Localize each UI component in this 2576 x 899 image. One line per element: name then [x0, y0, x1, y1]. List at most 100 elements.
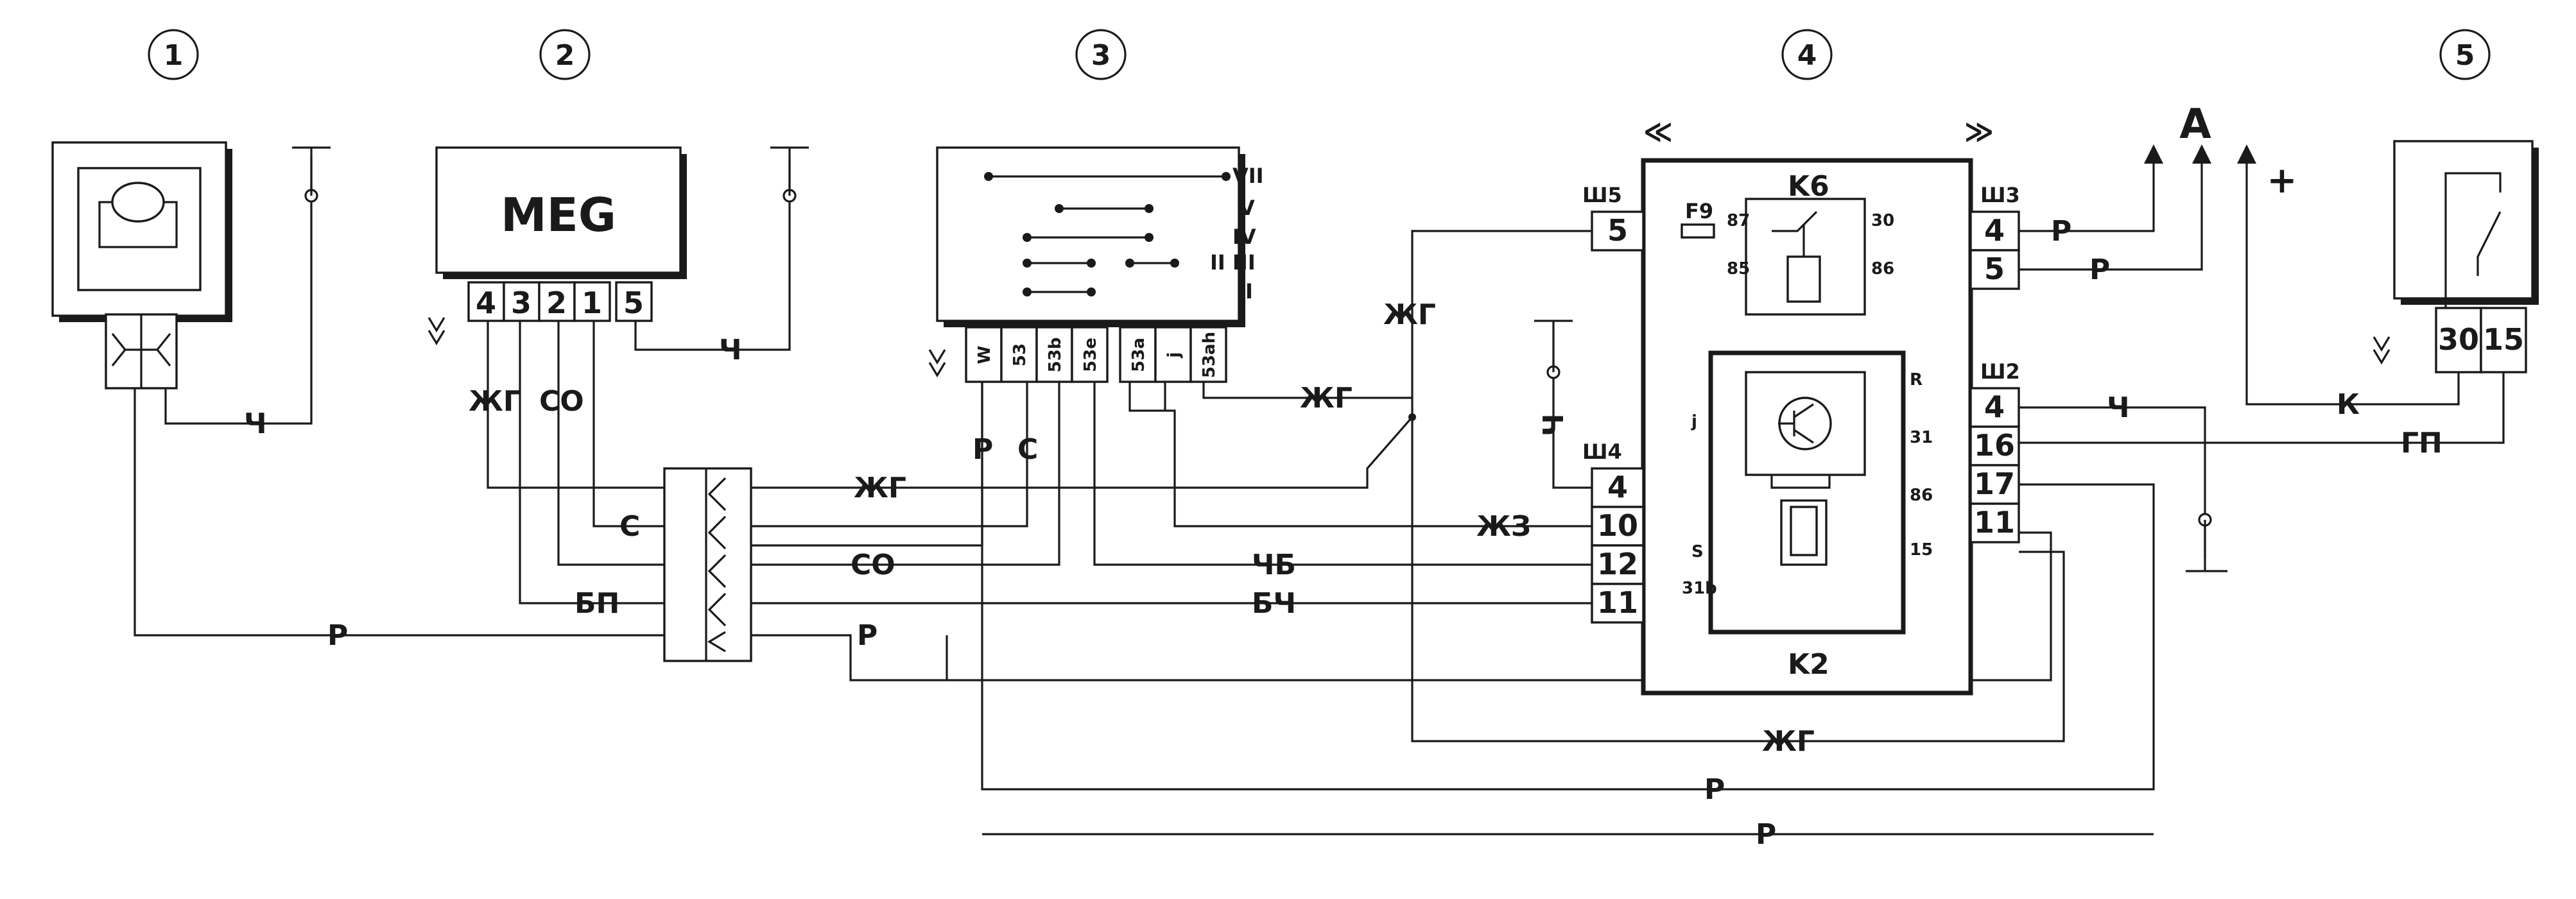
- svg-text:11: 11: [1974, 505, 2015, 540]
- svg-text:IV: IV: [1232, 225, 1256, 249]
- component-2-number: 2: [555, 39, 575, 72]
- svg-text:10: 10: [1597, 508, 1638, 543]
- switch-position-labels: VII V IV II III I: [1210, 164, 1264, 304]
- svg-text:Р: Р: [972, 433, 993, 466]
- svg-text:Ч: Ч: [2107, 391, 2130, 424]
- svg-text:С: С: [619, 510, 640, 543]
- svg-text:86: 86: [1910, 486, 1933, 505]
- svg-text:Ш5: Ш5: [1582, 183, 1622, 207]
- svg-text:Р: Р: [1704, 773, 1725, 806]
- svg-text:11: 11: [1597, 585, 1638, 620]
- svg-text:53a: 53a: [1129, 338, 1148, 372]
- svg-text:16: 16: [1974, 428, 2015, 463]
- block-connectors: [1591, 210, 2020, 624]
- svg-text:VII: VII: [1232, 164, 1264, 188]
- svg-text:4: 4: [1607, 470, 1628, 504]
- mark-plus: +: [2267, 160, 2297, 201]
- component-4-block: [1641, 158, 1973, 696]
- svg-text:53: 53: [1010, 343, 1030, 366]
- svg-text:Р: Р: [2089, 253, 2110, 286]
- svg-text:III: III: [1232, 250, 1256, 275]
- mark-a: A: [2179, 101, 2211, 148]
- arrow-up-icon: [2237, 144, 2256, 164]
- wire-color-labels: Ч Ч Ч Ч ЖГ ЖГ ЖГ ЖГ ЖГ СО СО С С БП Р Р …: [244, 215, 2442, 851]
- svg-text:5: 5: [623, 286, 644, 320]
- svg-text:ЖГ: ЖГ: [1300, 382, 1353, 415]
- svg-text:2: 2: [546, 286, 567, 320]
- svg-text:БЧ: БЧ: [1252, 587, 1296, 620]
- svg-text:j: j: [1164, 352, 1184, 359]
- arrow-up-icon: [2144, 144, 2163, 164]
- svg-text:Ч: Ч: [244, 407, 267, 440]
- svg-text:Ш2: Ш2: [1980, 359, 2020, 384]
- svg-text:Р: Р: [327, 619, 348, 652]
- svg-text:87: 87: [1727, 211, 1750, 230]
- svg-text:S: S: [1691, 542, 1704, 561]
- svg-text:К: К: [2337, 388, 2360, 421]
- arrow-right-label: ≫: [1964, 116, 1994, 148]
- svg-text:15: 15: [2483, 322, 2524, 357]
- svg-text:С: С: [1017, 433, 1038, 466]
- svg-text:W: W: [975, 346, 994, 364]
- relay-k6-label: K6: [1788, 170, 1829, 203]
- svg-text:1: 1: [582, 286, 602, 320]
- svg-text:R: R: [1910, 370, 1923, 390]
- fuse-label: F9: [1685, 199, 1713, 223]
- meg-label: MEG: [501, 188, 616, 242]
- switch-pins: [965, 326, 1227, 383]
- arrow-icons: [2144, 144, 2256, 164]
- svg-text:V: V: [1239, 196, 1255, 220]
- component-3-switch: [936, 146, 1245, 383]
- svg-text:БП: БП: [575, 587, 619, 620]
- ground-arrow-icons: [428, 317, 2390, 378]
- svg-text:31b: 31b: [1682, 579, 1717, 598]
- harness-connector: [663, 467, 752, 662]
- svg-text:ГП: ГП: [2401, 427, 2442, 459]
- svg-text:17: 17: [1974, 467, 2015, 501]
- block-labels: ≪ ≫ K6 K2 F9 Ш5 5 Ш4 4 10 12 11 Ш3 4 5 Ш…: [1582, 116, 2020, 681]
- switch-pin-labels: W 53 53b 53e 53a j 53ah: [975, 332, 1219, 378]
- svg-text:I: I: [1245, 279, 1253, 304]
- svg-text:5: 5: [1984, 252, 2005, 286]
- svg-text:ЖГ: ЖГ: [1383, 298, 1436, 331]
- arrow-left-label: ≪: [1643, 116, 1673, 148]
- svg-text:3: 3: [511, 286, 532, 320]
- arrow-up-icon: [2192, 144, 2211, 164]
- svg-text:53b: 53b: [1046, 338, 1065, 373]
- motor-icon: [111, 182, 165, 223]
- component-4-number: 4: [1797, 39, 1817, 72]
- component-5-ignition: [2393, 140, 2539, 373]
- svg-text:30: 30: [2438, 322, 2479, 357]
- svg-text:31: 31: [1910, 428, 1933, 447]
- svg-text:II: II: [1210, 250, 1225, 275]
- component-1-motor: [51, 141, 232, 390]
- svg-text:4: 4: [476, 286, 496, 320]
- svg-text:Ш3: Ш3: [1980, 183, 2020, 207]
- component-5-number: 5: [2455, 39, 2475, 72]
- svg-text:Р: Р: [1756, 818, 1776, 851]
- svg-text:4: 4: [1984, 390, 2005, 424]
- svg-text:53ah: 53ah: [1200, 332, 1219, 378]
- svg-text:j: j: [1691, 412, 1697, 431]
- svg-text:Р: Р: [2051, 215, 2071, 248]
- relay-k2-label: K2: [1788, 648, 1829, 681]
- svg-text:30: 30: [1871, 211, 1894, 230]
- component-numbers: 1 2 3 4 5: [148, 29, 2491, 80]
- svg-text:Р: Р: [857, 619, 877, 652]
- svg-text:15: 15: [1910, 540, 1933, 560]
- svg-text:85: 85: [1727, 259, 1750, 278]
- svg-text:СО: СО: [851, 549, 895, 581]
- meg-pins: [467, 281, 653, 322]
- ignition-pin-labels: 30 15: [2438, 322, 2524, 357]
- svg-text:4: 4: [1984, 213, 2005, 248]
- svg-text:Ш4: Ш4: [1582, 440, 1622, 464]
- component-3-number: 3: [1091, 39, 1111, 72]
- svg-text:ЖГ: ЖГ: [1762, 725, 1815, 758]
- svg-text:СО: СО: [539, 385, 584, 418]
- svg-text:86: 86: [1871, 259, 1894, 278]
- meg-pin-labels: 4 3 2 1 5: [476, 286, 644, 320]
- svg-text:Ч: Ч: [719, 334, 742, 366]
- svg-text:53e: 53e: [1081, 338, 1100, 372]
- svg-text:ЖЗ: ЖЗ: [1476, 510, 1531, 543]
